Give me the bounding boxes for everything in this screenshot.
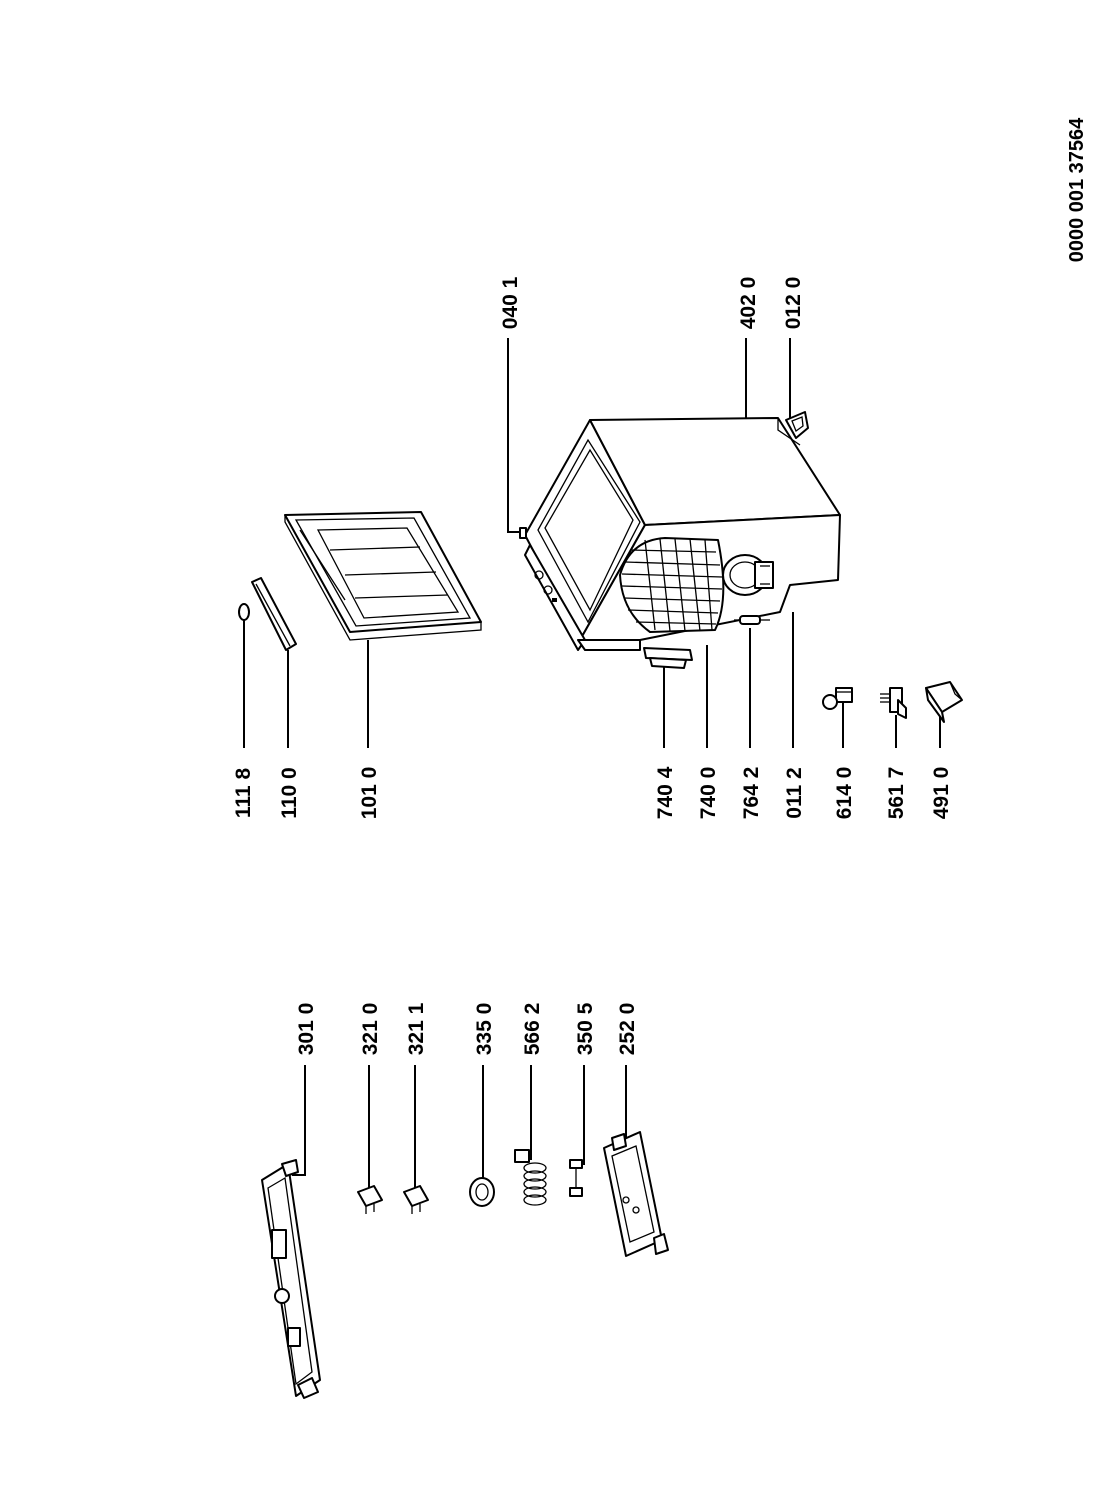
callout-label-012-0: 012 0 bbox=[782, 277, 805, 330]
part-cabinet bbox=[519, 417, 841, 651]
part-cap-111-8 bbox=[238, 603, 250, 621]
leader-301-0 bbox=[292, 1065, 306, 1176]
callout-label-566-2: 566 2 bbox=[521, 1003, 544, 1056]
callout-label-110-0: 110 0 bbox=[278, 767, 301, 818]
callout-label-402-0: 402 0 bbox=[737, 277, 760, 330]
part-lamp-socket-321-0 bbox=[357, 1185, 383, 1214]
part-lid-101-0 bbox=[284, 511, 482, 641]
callout-label-101-0: 101 0 bbox=[358, 767, 381, 820]
condenser-grille bbox=[619, 537, 725, 633]
callout-label-321-0: 321 0 bbox=[359, 1003, 382, 1056]
callout-label-614-0: 614 0 bbox=[833, 767, 856, 820]
leader-040-1 bbox=[507, 338, 522, 533]
callout-label-350-5: 350 5 bbox=[574, 1002, 597, 1055]
part-housing-301-0 bbox=[261, 1159, 321, 1399]
part-thermostat-566-2 bbox=[514, 1149, 547, 1206]
callout-label-740-4: 740 4 bbox=[654, 766, 677, 819]
part-foot-012-0 bbox=[785, 411, 809, 439]
callout-labels: 111 8 110 0 101 0 740 4 740 0 764 2 011 … bbox=[232, 276, 953, 1055]
callout-label-491-0: 491 0 bbox=[930, 767, 953, 820]
compressor bbox=[722, 554, 774, 596]
callout-label-252-0: 252 0 bbox=[616, 1003, 639, 1056]
callout-label-740-0: 740 0 bbox=[697, 767, 720, 820]
filter-drier bbox=[734, 615, 770, 625]
document-number: 0000 001 37564 bbox=[1066, 117, 1088, 262]
part-fuse-350-5 bbox=[569, 1159, 583, 1197]
part-hinge-740-4 bbox=[643, 647, 693, 669]
part-panel-252-0 bbox=[603, 1131, 669, 1257]
part-cover-491-0 bbox=[925, 681, 963, 723]
part-handle-110-0 bbox=[251, 577, 297, 651]
callout-label-561-7: 561 7 bbox=[885, 767, 908, 820]
callout-label-111-8: 111 8 bbox=[232, 768, 255, 819]
part-overload-561-7 bbox=[880, 687, 907, 719]
callout-label-335-0: 335 0 bbox=[473, 1003, 496, 1056]
part-lamp-socket-321-1 bbox=[403, 1185, 429, 1214]
leader-012-0 bbox=[789, 338, 803, 426]
part-relay-614-0 bbox=[822, 687, 853, 710]
part-knob-335-0 bbox=[469, 1177, 495, 1207]
callout-label-764-2: 764 2 bbox=[740, 767, 763, 820]
callout-label-011-2: 011 2 bbox=[783, 767, 806, 818]
callout-label-301-0: 301 0 bbox=[295, 1003, 318, 1056]
callout-label-321-1: 321 1 bbox=[405, 1002, 428, 1055]
callout-label-040-1: 040 1 bbox=[499, 276, 522, 329]
